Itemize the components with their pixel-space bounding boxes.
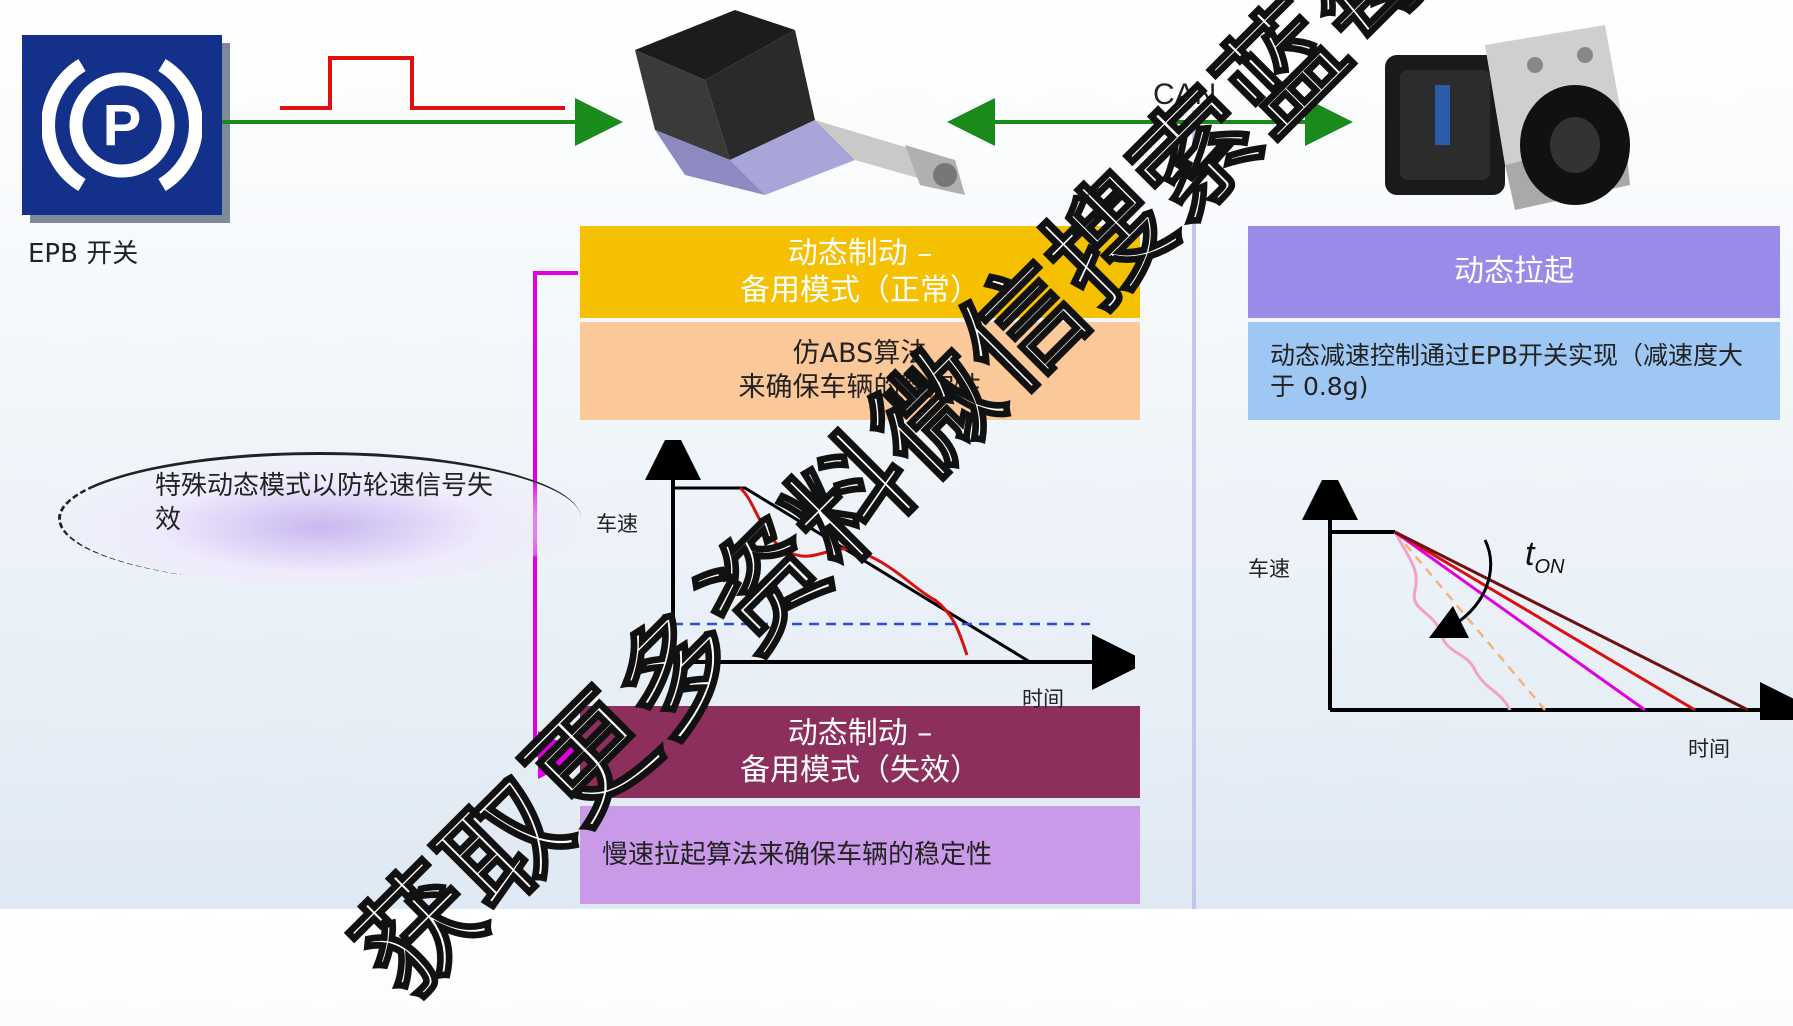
wheel-speed-failure-note	[58, 452, 581, 585]
dynamic-brake-backup-fail-desc: 慢速拉起算法来确保车辆的稳定性	[580, 806, 1140, 904]
pwm-signal-pulse	[280, 56, 565, 110]
dynamic-brake-backup-normal-title: 动态制动 – 备用模式（正常）	[580, 226, 1140, 318]
right-chart-red-line	[1394, 530, 1696, 712]
can-label: CAN	[1153, 78, 1217, 111]
ton-annotation-sub: ON	[1534, 555, 1565, 578]
epb-switch-label: EPB 开关	[28, 239, 139, 269]
left-speed-time-chart	[645, 440, 1135, 690]
right-chart-ylabel: 车速	[1248, 557, 1290, 581]
ton-annotation: tON	[1525, 535, 1564, 579]
dynamic-brake-backup-normal-desc: 仿ABS算法 来确保车辆的稳定性	[580, 322, 1140, 420]
epb-switch: P	[22, 35, 222, 215]
dynamic-apply-desc: 动态减速控制通过EPB开关实现（减速度大于 0.8g)	[1248, 322, 1780, 420]
left-chart-reference-line	[673, 486, 1031, 664]
parking-symbol: P	[103, 93, 142, 158]
section-divider	[1192, 110, 1196, 909]
right-chart-magenta-line	[1394, 530, 1646, 712]
right-chart-brown-line	[1394, 530, 1749, 712]
epb-caliper-actuator-icon	[615, 10, 1005, 210]
right-chart-dashed-line	[1394, 531, 1546, 711]
right-speed-time-chart	[1302, 480, 1793, 720]
left-chart-speed-curve	[738, 486, 969, 656]
dynamic-brake-backup-fail-title: 动态制动 – 备用模式（失效）	[580, 706, 1140, 798]
ton-annotation-t: t	[1525, 535, 1535, 573]
wheel-speed-failure-text: 特殊动态模式以防轮速信号失效	[155, 471, 494, 535]
left-chart-xlabel: 时间	[1022, 687, 1064, 711]
dynamic-apply-title: 动态拉起	[1248, 226, 1780, 318]
right-chart-fluctuating-curve	[1393, 531, 1512, 711]
left-chart-ylabel: 车速	[596, 512, 638, 536]
parking-brake-icon: P	[41, 47, 203, 203]
abs-esp-module-icon	[1375, 15, 1650, 215]
right-chart-xlabel: 时间	[1688, 737, 1730, 761]
right-chart-ton-arrow	[1428, 539, 1493, 639]
